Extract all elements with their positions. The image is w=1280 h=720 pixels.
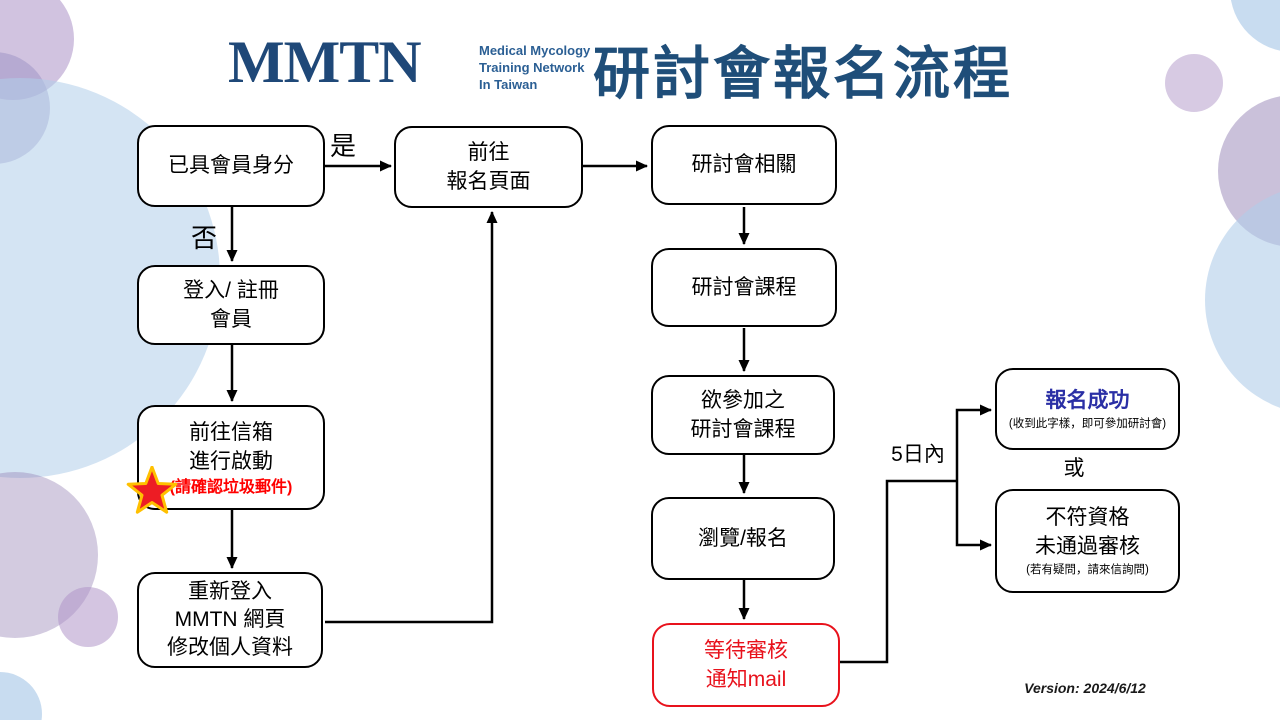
mmtn-logo-subtitle: Medical Mycology Training Network In Tai… xyxy=(479,42,590,93)
node-note-spam: (請確認垃圾郵件) xyxy=(169,478,293,496)
node-wait-review: 等待審核 通知mail xyxy=(652,623,840,707)
node-note-contact: (若有疑問，請來信詢問) xyxy=(1026,563,1149,576)
node-label: 不符資格 xyxy=(1045,506,1130,530)
node-label: 修改個人資料 xyxy=(167,635,293,659)
node-label: 前往信箱 xyxy=(189,421,273,445)
node-browse-register: 瀏覽/報名 xyxy=(651,497,835,580)
node-label: 未通過審核 xyxy=(1035,534,1140,558)
mmtn-logo: MMTN xyxy=(228,29,422,95)
node-label: 進行啟動 xyxy=(189,450,273,474)
node-label: MMTN 網頁 xyxy=(174,608,286,632)
node-label: 登入/ 註冊 xyxy=(183,278,279,302)
page-title: 研討會報名流程 xyxy=(593,42,1013,106)
node-desired-course: 欲參加之 研討會課程 xyxy=(651,375,835,455)
star-icon xyxy=(126,466,178,514)
node-label: 重新登入 xyxy=(188,580,272,604)
node-not-qualified: 不符資格 未通過審核 (若有疑問，請來信詢問) xyxy=(995,489,1180,593)
logo-subtitle-line: Training Network xyxy=(479,60,585,76)
node-label: 研討會課程 xyxy=(690,418,796,441)
node-register-success: 報名成功 (收到此字樣，即可參加研討會) xyxy=(995,368,1180,450)
node-login-register: 登入/ 註冊 會員 xyxy=(137,265,325,345)
logo-subtitle-line: Medical Mycology xyxy=(479,43,591,58)
node-seminar-courses: 研討會課程 xyxy=(651,248,837,327)
node-label: 報名頁面 xyxy=(446,170,531,193)
node-seminar-related: 研討會相關 xyxy=(651,125,837,205)
node-label: 已具會員身分 xyxy=(168,154,294,178)
node-label: 欲參加之 xyxy=(701,388,785,412)
node-label: 通知mail xyxy=(705,668,787,691)
node-member-status: 已具會員身分 xyxy=(137,125,325,207)
node-note-success: (收到此字樣，即可參加研討會) xyxy=(1008,418,1167,431)
node-label: 前往 xyxy=(467,140,510,164)
logo-subtitle-line: In Taiwan xyxy=(479,77,538,93)
edge-label-yes: 是 xyxy=(329,131,356,161)
node-label: 報名成功 xyxy=(1045,388,1130,412)
version-text: Version: 2024/6/12 xyxy=(1024,680,1146,696)
node-label: 會員 xyxy=(210,308,252,331)
node-activate-mailbox: 前往信箱 進行啟動 (請確認垃圾郵件) xyxy=(137,405,325,510)
node-label: 等待審核 xyxy=(704,638,788,662)
node-register-page: 前往 報名頁面 xyxy=(394,126,583,208)
node-label: 瀏覽/報名 xyxy=(698,526,788,550)
edge-label-no: 否 xyxy=(190,223,217,253)
edge-label-or: 或 xyxy=(1063,457,1085,480)
edge-label-within-5-days: 5日內 xyxy=(891,443,945,466)
node-label: 研討會課程 xyxy=(691,275,797,299)
node-relogin: 重新登入 MMTN 網頁 修改個人資料 xyxy=(137,572,323,668)
node-label: 研討會相關 xyxy=(691,153,797,177)
